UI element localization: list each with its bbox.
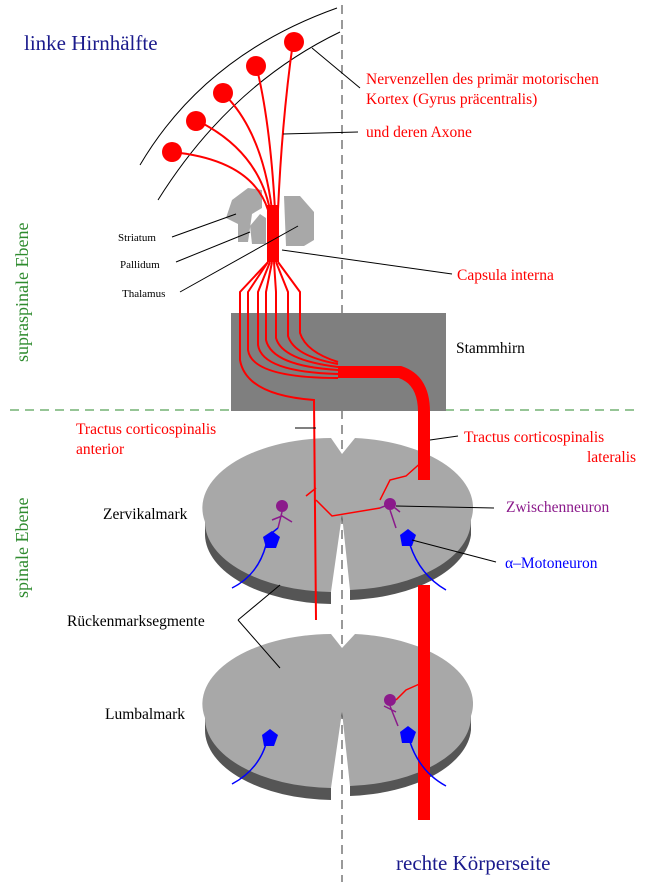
stammhirn-label: Stammhirn xyxy=(456,340,525,357)
left-hemisphere-title: linke Hirnhälfte xyxy=(24,31,158,55)
cervical-segment xyxy=(202,438,474,604)
pallidum-label: Pallidum xyxy=(120,259,160,271)
cervical-right-motor-axon xyxy=(409,544,447,591)
lumbar-left-motoneuron-icon xyxy=(262,729,278,746)
lumbar-right-interneuron xyxy=(383,694,399,727)
anterior-tract-branches xyxy=(305,459,425,517)
neurons-label: Nervenzellen des primär motorischen xyxy=(366,71,599,88)
lumbar-right-motoneuron-icon xyxy=(400,726,416,743)
zervikalmark-label: Zervikalmark xyxy=(103,506,188,523)
zwischenneuron-label: Zwischenneuron xyxy=(506,499,610,516)
striatum-label: Striatum xyxy=(118,232,156,244)
supraspinal-level-label: supraspinale Ebene xyxy=(12,223,32,362)
cortical-neurons xyxy=(162,32,304,162)
tract-lateral-label-line2: lateralis xyxy=(587,449,636,466)
tract-lateral-label: Tractus corticospinalis xyxy=(464,429,604,446)
lumbar-left-motor-axon xyxy=(231,743,267,785)
thalamus-shape xyxy=(284,196,314,246)
cortex-inner-arc xyxy=(157,31,341,201)
striatum-shape xyxy=(226,188,262,242)
tract-anterior-label-line2: anterior xyxy=(76,441,125,458)
lumbar-segment xyxy=(202,634,474,800)
spinal-level-label: spinale Ebene xyxy=(12,498,32,598)
lateral-tract xyxy=(338,366,430,480)
capsula-interna-fiber xyxy=(267,205,279,262)
lumbar-right-motor-axon xyxy=(409,741,447,787)
cervical-left-motor-axon xyxy=(231,544,267,589)
motoneuron-label: α–Motoneuron xyxy=(505,555,598,572)
lumbar-lateral-branch xyxy=(395,681,425,701)
thalamus-label: Thalamus xyxy=(122,288,165,300)
cortex-outer-arc xyxy=(139,7,338,166)
cervical-right-motoneuron-icon xyxy=(400,529,416,546)
cervical-left-motoneuron-icon xyxy=(263,531,280,548)
cortical-axons xyxy=(171,41,294,211)
tract-anterior-label: Tractus corticospinalis xyxy=(76,421,216,438)
stammhirn-block xyxy=(231,313,446,411)
rueckenmark-label: Rückenmarksegmente xyxy=(67,613,205,630)
lumbalmark-label: Lumbalmark xyxy=(105,706,185,723)
leader-lines xyxy=(171,47,497,669)
cervical-right-interneuron xyxy=(379,498,401,529)
right-body-side-title: rechte Körperseite xyxy=(396,851,551,875)
neurons-label-line2: Kortex (Gyrus präcentralis) xyxy=(366,91,537,108)
pallidum-shape xyxy=(250,214,266,244)
brainstem-fibers xyxy=(239,261,339,621)
capsula-label: Capsula interna xyxy=(457,267,554,284)
axons-label: und deren Axone xyxy=(366,124,472,141)
